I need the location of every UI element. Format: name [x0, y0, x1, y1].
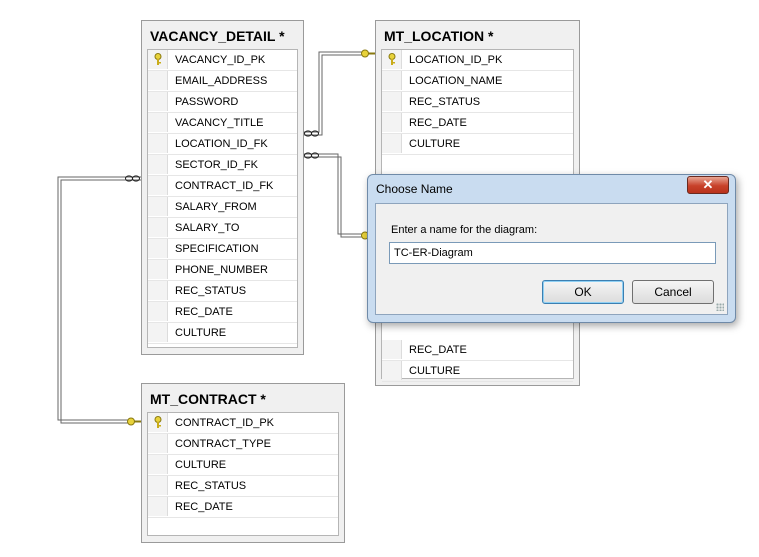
resize-grip[interactable] — [716, 303, 724, 311]
column-name: SALARY_TO — [175, 222, 240, 234]
column-row[interactable]: SECTOR_ID_FK — [148, 155, 297, 176]
column-name: SECTOR_ID_FK — [175, 159, 258, 171]
column-name: LOCATION_NAME — [409, 75, 503, 87]
ok-button[interactable]: OK — [542, 280, 624, 304]
column-row[interactable]: LOCATION_ID_PK — [382, 50, 573, 71]
column-name: REC_DATE — [409, 117, 467, 129]
column-name: SPECIFICATION — [175, 243, 259, 255]
column-name: CONTRACT_ID_FK — [175, 180, 274, 192]
column-row[interactable]: REC_STATUS — [148, 281, 297, 302]
close-button[interactable]: ✕ — [687, 176, 729, 194]
diagram-name-input[interactable] — [389, 242, 716, 264]
column-row[interactable]: REC_DATE — [382, 113, 573, 134]
column-name: CULTURE — [175, 327, 227, 339]
column-row[interactable]: VACANCY_TITLE — [148, 113, 297, 134]
column-row[interactable]: CULTURE — [148, 323, 297, 344]
column-name: CONTRACT_TYPE — [175, 438, 271, 450]
column-name: VACANCY_ID_PK — [175, 54, 266, 66]
column-name: PHONE_NUMBER — [175, 264, 268, 276]
column-row[interactable]: LOCATION_NAME — [382, 71, 573, 92]
table-title: MT_LOCATION * — [384, 28, 494, 44]
column-row[interactable]: CONTRACT_TYPE — [148, 434, 338, 455]
prompt-label: Enter a name for the diagram: — [391, 224, 538, 236]
column-name: REC_DATE — [409, 344, 467, 356]
dialog-title: Choose Name — [376, 182, 453, 196]
column-row[interactable]: CULTURE — [382, 134, 573, 155]
column-name: REC_STATUS — [175, 480, 247, 492]
column-row[interactable]: PASSWORD — [148, 92, 297, 113]
column-name: REC_DATE — [175, 306, 233, 318]
dialog-body: Enter a name for the diagram: OK Cancel — [375, 203, 728, 315]
column-row[interactable]: CONTRACT_ID_PK — [148, 413, 338, 434]
column-row[interactable]: VACANCY_ID_PK — [148, 50, 297, 71]
column-name: LOCATION_ID_PK — [409, 54, 503, 66]
table-title: VACANCY_DETAIL * — [150, 28, 285, 44]
column-row[interactable]: SALARY_TO — [148, 218, 297, 239]
column-name: CULTURE — [409, 365, 461, 377]
column-name: REC_STATUS — [175, 285, 247, 297]
column-row[interactable]: REC_DATE — [148, 497, 338, 518]
column-name: PASSWORD — [175, 96, 239, 108]
column-row[interactable]: CONTRACT_ID_FK — [148, 176, 297, 197]
column-row[interactable]: REC_STATUS — [148, 476, 338, 497]
column-list: VACANCY_ID_PK EMAIL_ADDRESS PASSWORD VAC… — [147, 49, 298, 348]
cancel-button[interactable]: Cancel — [632, 280, 714, 304]
table-vacancy-detail[interactable]: VACANCY_DETAIL * VACANCY_ID_PK EMAIL_ADD… — [141, 20, 304, 355]
column-name: SALARY_FROM — [175, 201, 257, 213]
column-name: EMAIL_ADDRESS — [175, 75, 268, 87]
column-name: LOCATION_ID_FK — [175, 138, 268, 150]
key-icon — [154, 416, 162, 428]
column-row[interactable]: LOCATION_ID_FK — [148, 134, 297, 155]
column-row[interactable]: EMAIL_ADDRESS — [148, 71, 297, 92]
column-row[interactable]: PHONE_NUMBER — [148, 260, 297, 281]
column-row[interactable]: SPECIFICATION — [148, 239, 297, 260]
key-icon — [154, 53, 162, 65]
column-row[interactable]: REC_DATE — [382, 340, 573, 361]
column-row[interactable]: REC_DATE — [148, 302, 297, 323]
column-name: REC_STATUS — [409, 96, 481, 108]
key-icon — [388, 53, 396, 65]
choose-name-dialog: Choose Name ✕ Enter a name for the diagr… — [367, 174, 736, 323]
table-title: MT_CONTRACT * — [150, 391, 266, 407]
infinity-link-icon — [125, 130, 319, 182]
column-list: CONTRACT_ID_PK CONTRACT_TYPE CULTURE REC… — [147, 412, 339, 536]
column-name: CULTURE — [409, 138, 461, 150]
column-name: CULTURE — [175, 459, 227, 471]
column-name: REC_DATE — [175, 501, 233, 513]
column-row[interactable]: REC_STATUS — [382, 92, 573, 113]
close-icon: ✕ — [702, 177, 714, 192]
column-name: VACANCY_TITLE — [175, 117, 264, 129]
table-mt-contract[interactable]: MT_CONTRACT * CONTRACT_ID_PK CONTRACT_TY… — [141, 383, 345, 543]
column-row[interactable]: CULTURE — [148, 455, 338, 476]
column-row[interactable]: SALARY_FROM — [148, 197, 297, 218]
column-name: CONTRACT_ID_PK — [175, 417, 275, 429]
column-row[interactable]: CULTURE — [382, 361, 573, 382]
